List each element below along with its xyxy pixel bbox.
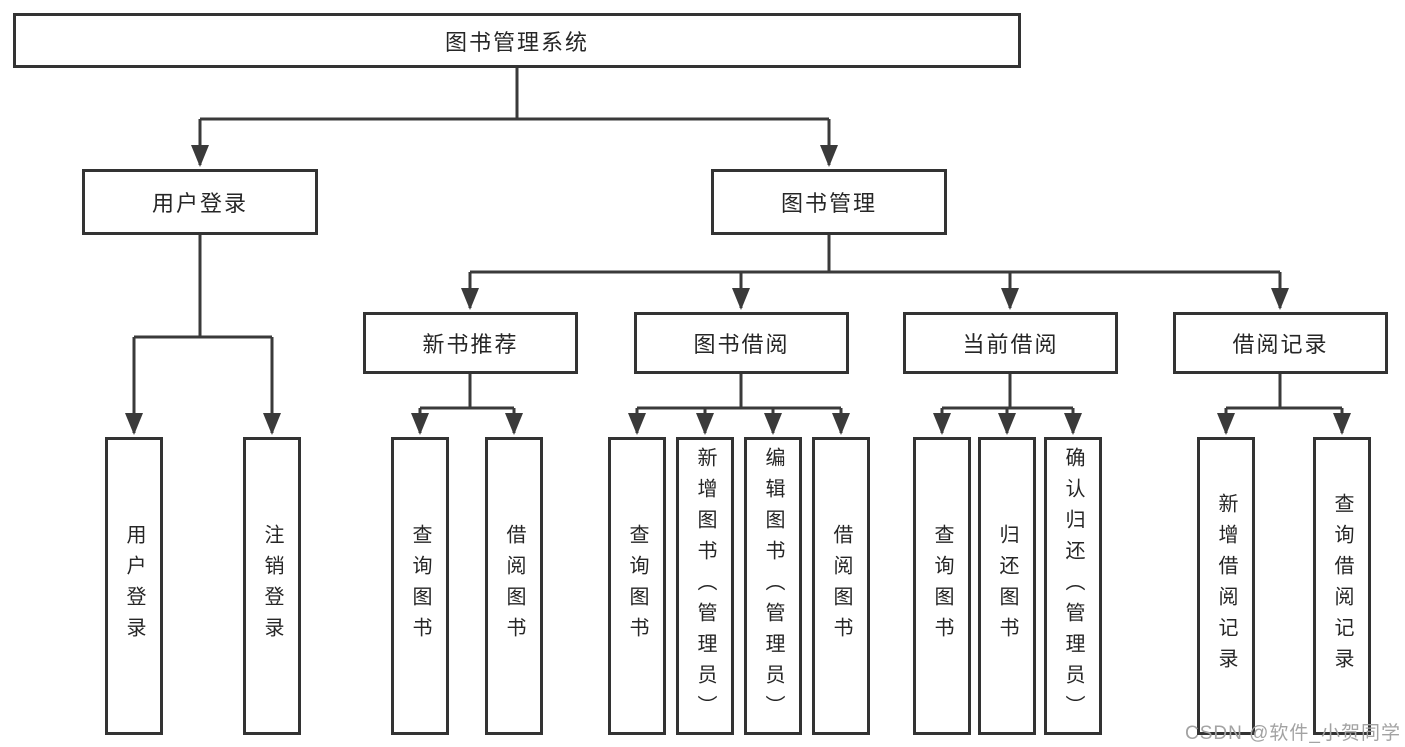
leaf-borrow-books-2: 借阅图书 xyxy=(812,437,870,735)
node-new-book-recommend-label: 新书推荐 xyxy=(422,332,519,357)
node-current-borrow: 当前借阅 xyxy=(903,312,1118,374)
csdn-watermark: CSDN @软件_小贺同学 xyxy=(1185,723,1401,744)
leaf-query-borrow-record: 查询借阅记录 xyxy=(1313,437,1371,735)
node-book-borrow: 图书借阅 xyxy=(634,312,849,374)
leaf-add-book-admin-label: 新增图书（管理员） xyxy=(694,446,716,726)
node-borrow-records: 借阅记录 xyxy=(1173,312,1388,374)
leaf-query-books-3-label: 查询图书 xyxy=(931,524,953,648)
node-root: 图书管理系统 xyxy=(13,13,1021,68)
leaf-user-login-label: 用户登录 xyxy=(123,524,145,648)
leaf-edit-book-admin-label: 编辑图书（管理员） xyxy=(762,446,784,726)
node-user-login: 用户登录 xyxy=(82,169,318,235)
leaf-query-borrow-record-label: 查询借阅记录 xyxy=(1331,493,1353,679)
leaf-query-books-1-label: 查询图书 xyxy=(409,524,431,648)
leaf-user-login: 用户登录 xyxy=(105,437,163,735)
node-current-borrow-label: 当前借阅 xyxy=(962,332,1059,357)
leaf-borrow-books-2-label: 借阅图书 xyxy=(830,524,852,648)
node-book-management: 图书管理 xyxy=(711,169,947,235)
leaf-query-books-2-label: 查询图书 xyxy=(626,524,648,648)
node-user-login-label: 用户登录 xyxy=(151,191,248,216)
leaf-add-book-admin: 新增图书（管理员） xyxy=(676,437,734,735)
leaf-edit-book-admin: 编辑图书（管理员） xyxy=(744,437,802,735)
node-borrow-records-label: 借阅记录 xyxy=(1232,332,1329,357)
leaf-add-borrow-record: 新增借阅记录 xyxy=(1197,437,1255,735)
leaf-query-books-2: 查询图书 xyxy=(608,437,666,735)
leaf-logout: 注销登录 xyxy=(243,437,301,735)
leaf-borrow-books-1-label: 借阅图书 xyxy=(503,524,525,648)
node-root-label: 图书管理系统 xyxy=(444,29,589,55)
node-new-book-recommend: 新书推荐 xyxy=(363,312,578,374)
leaf-confirm-return-admin-label: 确认归还（管理员） xyxy=(1062,446,1084,726)
leaf-logout-label: 注销登录 xyxy=(261,524,283,648)
leaf-return-book: 归还图书 xyxy=(978,437,1036,735)
leaf-confirm-return-admin: 确认归还（管理员） xyxy=(1044,437,1102,735)
node-book-borrow-label: 图书借阅 xyxy=(693,332,790,357)
leaf-borrow-books-1: 借阅图书 xyxy=(485,437,543,735)
leaf-return-book-label: 归还图书 xyxy=(996,524,1018,648)
leaf-query-books-3: 查询图书 xyxy=(913,437,971,735)
node-book-management-label: 图书管理 xyxy=(780,191,877,216)
leaf-query-books-1: 查询图书 xyxy=(391,437,449,735)
leaf-add-borrow-record-label: 新增借阅记录 xyxy=(1215,493,1237,679)
